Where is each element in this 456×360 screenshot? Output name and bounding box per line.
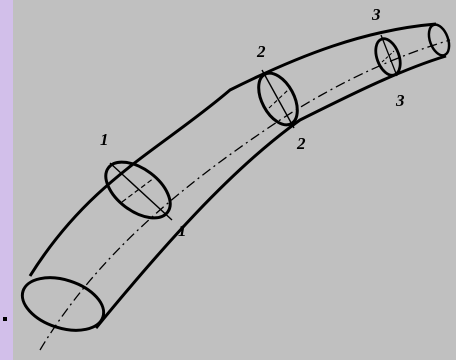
- tube-upper-boundary: [28, 22, 437, 277]
- section-3-diameter: [380, 34, 398, 77]
- cross-section-1: [104, 160, 172, 220]
- label-section-2-top: 2: [256, 42, 266, 61]
- tube-top-cap: [427, 23, 451, 57]
- cross-section-3: [374, 37, 402, 77]
- tube-centerline: [39, 39, 451, 351]
- label-section-1-bottom: 1: [178, 221, 187, 240]
- section-2-diameter: [261, 69, 295, 129]
- label-section-1-top: 1: [100, 130, 109, 149]
- label-section-3-bottom: 3: [395, 91, 405, 110]
- section-2-cross-axis: [268, 89, 289, 109]
- tube-lower-boundary: [94, 54, 447, 329]
- tube-bottom-cap: [20, 276, 106, 332]
- section-3-cross-axis: [381, 50, 395, 63]
- stray-dot: [3, 317, 7, 321]
- diagram-panel: [13, 0, 456, 360]
- label-section-3-top: 3: [371, 5, 381, 24]
- section-1-cross-axis: [121, 177, 155, 203]
- label-section-2-bottom: 2: [296, 134, 306, 153]
- section-1-diameter: [109, 162, 173, 221]
